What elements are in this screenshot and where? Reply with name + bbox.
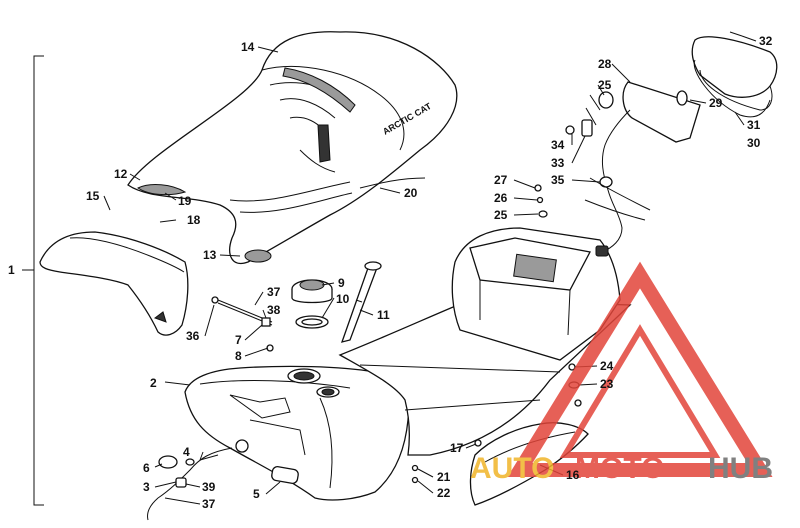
callout-35: 35 [551,173,565,187]
fuel-tank-part [184,365,409,501]
cap-gasket-part [295,315,329,329]
watermark-auto: AUTO [470,452,554,485]
callout-11: 11 [377,308,390,322]
callout-16: 16 [566,468,580,482]
callout-37-lower: 37 [202,497,216,511]
callout-30: 30 [747,136,761,150]
callout-21: 21 [437,470,451,484]
watermark-moto: MOTO [575,452,664,485]
fuel-gauge-part [340,261,382,343]
callout-13: 13 [203,248,217,262]
callout-31: 31 [747,118,761,132]
callout-19: 19 [178,194,192,208]
taillight-part [565,31,778,257]
callout-29: 29 [709,96,723,110]
callout-labels: 1 2 3 4 5 6 7 8 9 10 11 12 13 14 15 16 1… [8,34,773,511]
callout-18: 18 [187,213,201,227]
side-panel-part [39,231,189,336]
callout-22: 22 [437,486,451,500]
callout-15: 15 [86,189,100,203]
callout-20: 20 [404,186,418,200]
callout-1: 1 [8,263,15,277]
fuel-line-part [147,447,233,521]
callout-3: 3 [143,480,150,494]
callout-6: 6 [143,461,150,475]
callout-33: 33 [551,156,565,170]
callout-23: 23 [600,377,614,391]
mount-hardware [534,184,548,218]
callout-27: 27 [494,173,508,187]
callout-9: 9 [338,276,345,290]
callout-38: 38 [267,303,281,317]
callout-37-upper: 37 [267,285,281,299]
storage-box-part [451,227,621,361]
assembly-bracket [22,55,44,506]
seat-part: ARCTIC CAT [127,31,458,265]
watermark-triangle [507,261,773,477]
callout-25-upper: 25 [598,78,612,92]
hold-down-rod-part [211,296,274,352]
callout-39: 39 [202,480,216,494]
callout-2: 2 [150,376,157,390]
callout-24: 24 [600,359,614,373]
callout-8: 8 [235,349,242,363]
callout-10: 10 [336,292,350,306]
callout-25-lower: 25 [494,208,508,222]
callout-14: 14 [241,40,255,54]
callout-26: 26 [494,191,508,205]
callout-28: 28 [598,57,612,71]
callout-5: 5 [253,487,260,501]
watermark: AUTO MOTO HUB [470,261,773,485]
callout-4: 4 [183,445,190,459]
callout-36: 36 [186,329,200,343]
callout-7: 7 [235,333,242,347]
fuel-cap-part [291,279,333,304]
callout-32: 32 [759,34,773,48]
seat-strap-part [359,177,426,189]
callout-34: 34 [551,138,565,152]
callout-17: 17 [450,441,464,455]
callout-12: 12 [114,167,128,181]
watermark-hub: HUB [708,452,773,485]
